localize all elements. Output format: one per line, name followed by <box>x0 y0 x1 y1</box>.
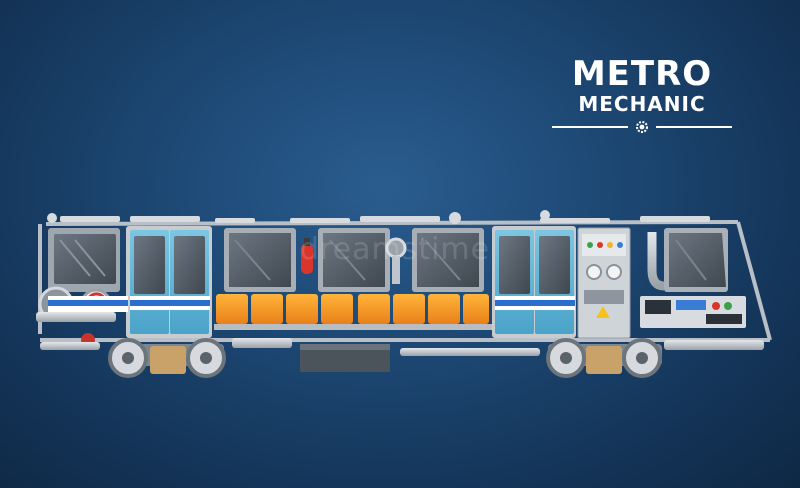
fire-extinguisher <box>301 238 313 274</box>
seat-base-rail <box>214 324 492 330</box>
door-right <box>492 226 576 338</box>
title-metro: METRO <box>571 54 713 94</box>
valve-part <box>385 237 407 284</box>
left-cab <box>36 228 120 347</box>
bogie-right <box>546 338 662 378</box>
title-mechanic: MECHANIC <box>578 92 706 116</box>
pipe-elbow <box>647 232 665 291</box>
seats-right <box>358 294 489 324</box>
control-cabinet <box>577 227 631 339</box>
bolt-row-top <box>47 210 710 224</box>
door-left <box>126 226 212 338</box>
gear-icon <box>636 121 648 133</box>
title-rule <box>552 120 732 134</box>
seats-left <box>216 294 353 324</box>
middle-windows <box>224 228 484 292</box>
body-stripe <box>48 296 575 312</box>
front-cab <box>640 228 746 328</box>
underframe <box>40 338 764 372</box>
title-block: METRO MECHANIC <box>552 56 732 134</box>
bogie-left <box>108 338 226 378</box>
